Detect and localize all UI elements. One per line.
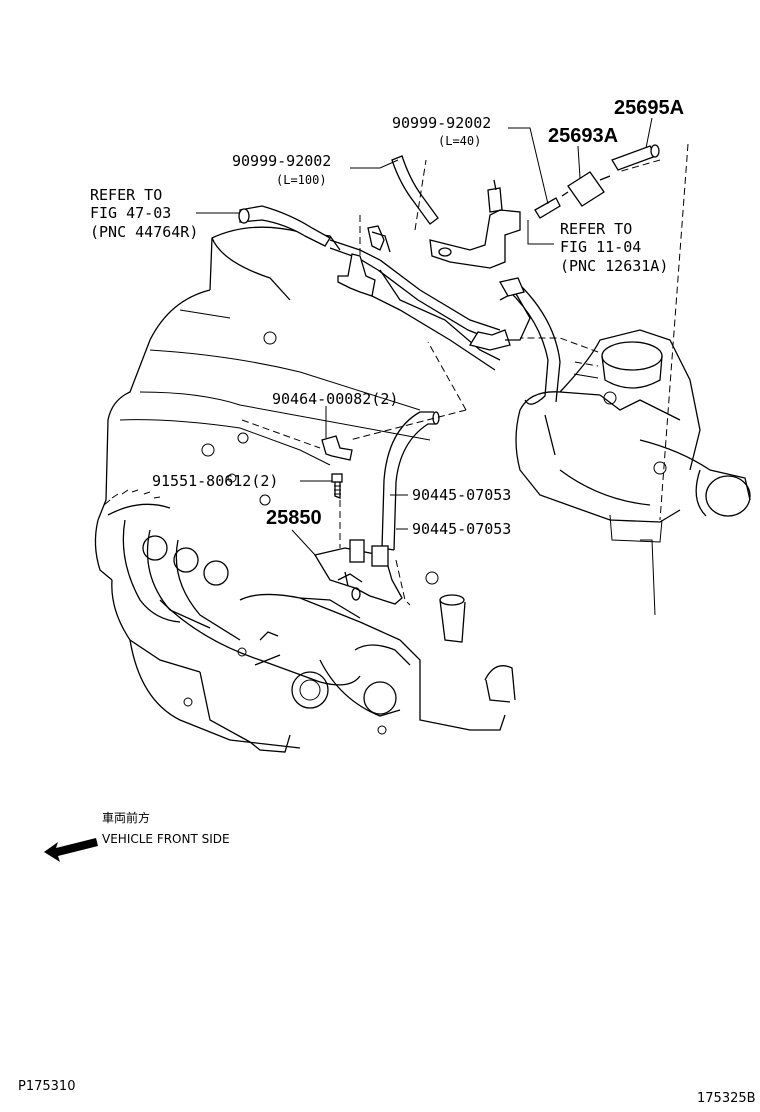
callout-25693a: 25693A	[548, 125, 618, 147]
front-arrow-icon	[44, 838, 98, 862]
engine-body	[94, 226, 516, 753]
callout-90445-b: 90445-07053	[412, 520, 511, 538]
vsv-25850	[313, 539, 403, 605]
refer-left-line1: REFER TO	[90, 186, 162, 204]
callout-90999-top: 90999-92002	[392, 114, 491, 132]
direction-label-jp: 車両前方	[102, 810, 150, 825]
leader-lines	[196, 117, 653, 557]
bolt-91551	[331, 473, 343, 499]
callout-90445-a: 90445-07053	[412, 486, 511, 504]
callout-91551: 91551-80612(2)	[152, 472, 278, 490]
callout-90999-left: 90999-92002	[232, 152, 331, 170]
callout-90999-top-length: (L=40)	[438, 134, 481, 148]
direction-label-en: VEHICLE FRONT SIDE	[102, 832, 230, 846]
clip-90464	[321, 435, 353, 461]
vacuum-lines	[238, 144, 660, 405]
callout-25695a: 25695A	[614, 97, 684, 119]
refer-left-line3: (PNC 44764R)	[90, 223, 198, 241]
footer-left-code: P175310	[18, 1079, 75, 1094]
callout-90464: 90464-00082(2)	[272, 390, 398, 408]
footer-right-code: 175325B	[697, 1091, 756, 1106]
callout-25850: 25850	[266, 507, 322, 529]
vehicle-front-indicator: 車両前方 VEHICLE FRONT SIDE	[44, 810, 230, 862]
callout-90999-left-length: (L=100)	[276, 173, 327, 187]
refer-right-line3: (PNC 12631A)	[560, 257, 668, 275]
air-intake-duct	[515, 329, 751, 616]
refer-left-line2: FIG 47-03	[90, 204, 171, 222]
vacuum-pipes-90445	[381, 411, 440, 551]
grouping-lines	[241, 143, 689, 606]
refer-right-line1: REFER TO	[560, 220, 632, 238]
refer-right-line2: FIG 11-04	[560, 238, 641, 256]
